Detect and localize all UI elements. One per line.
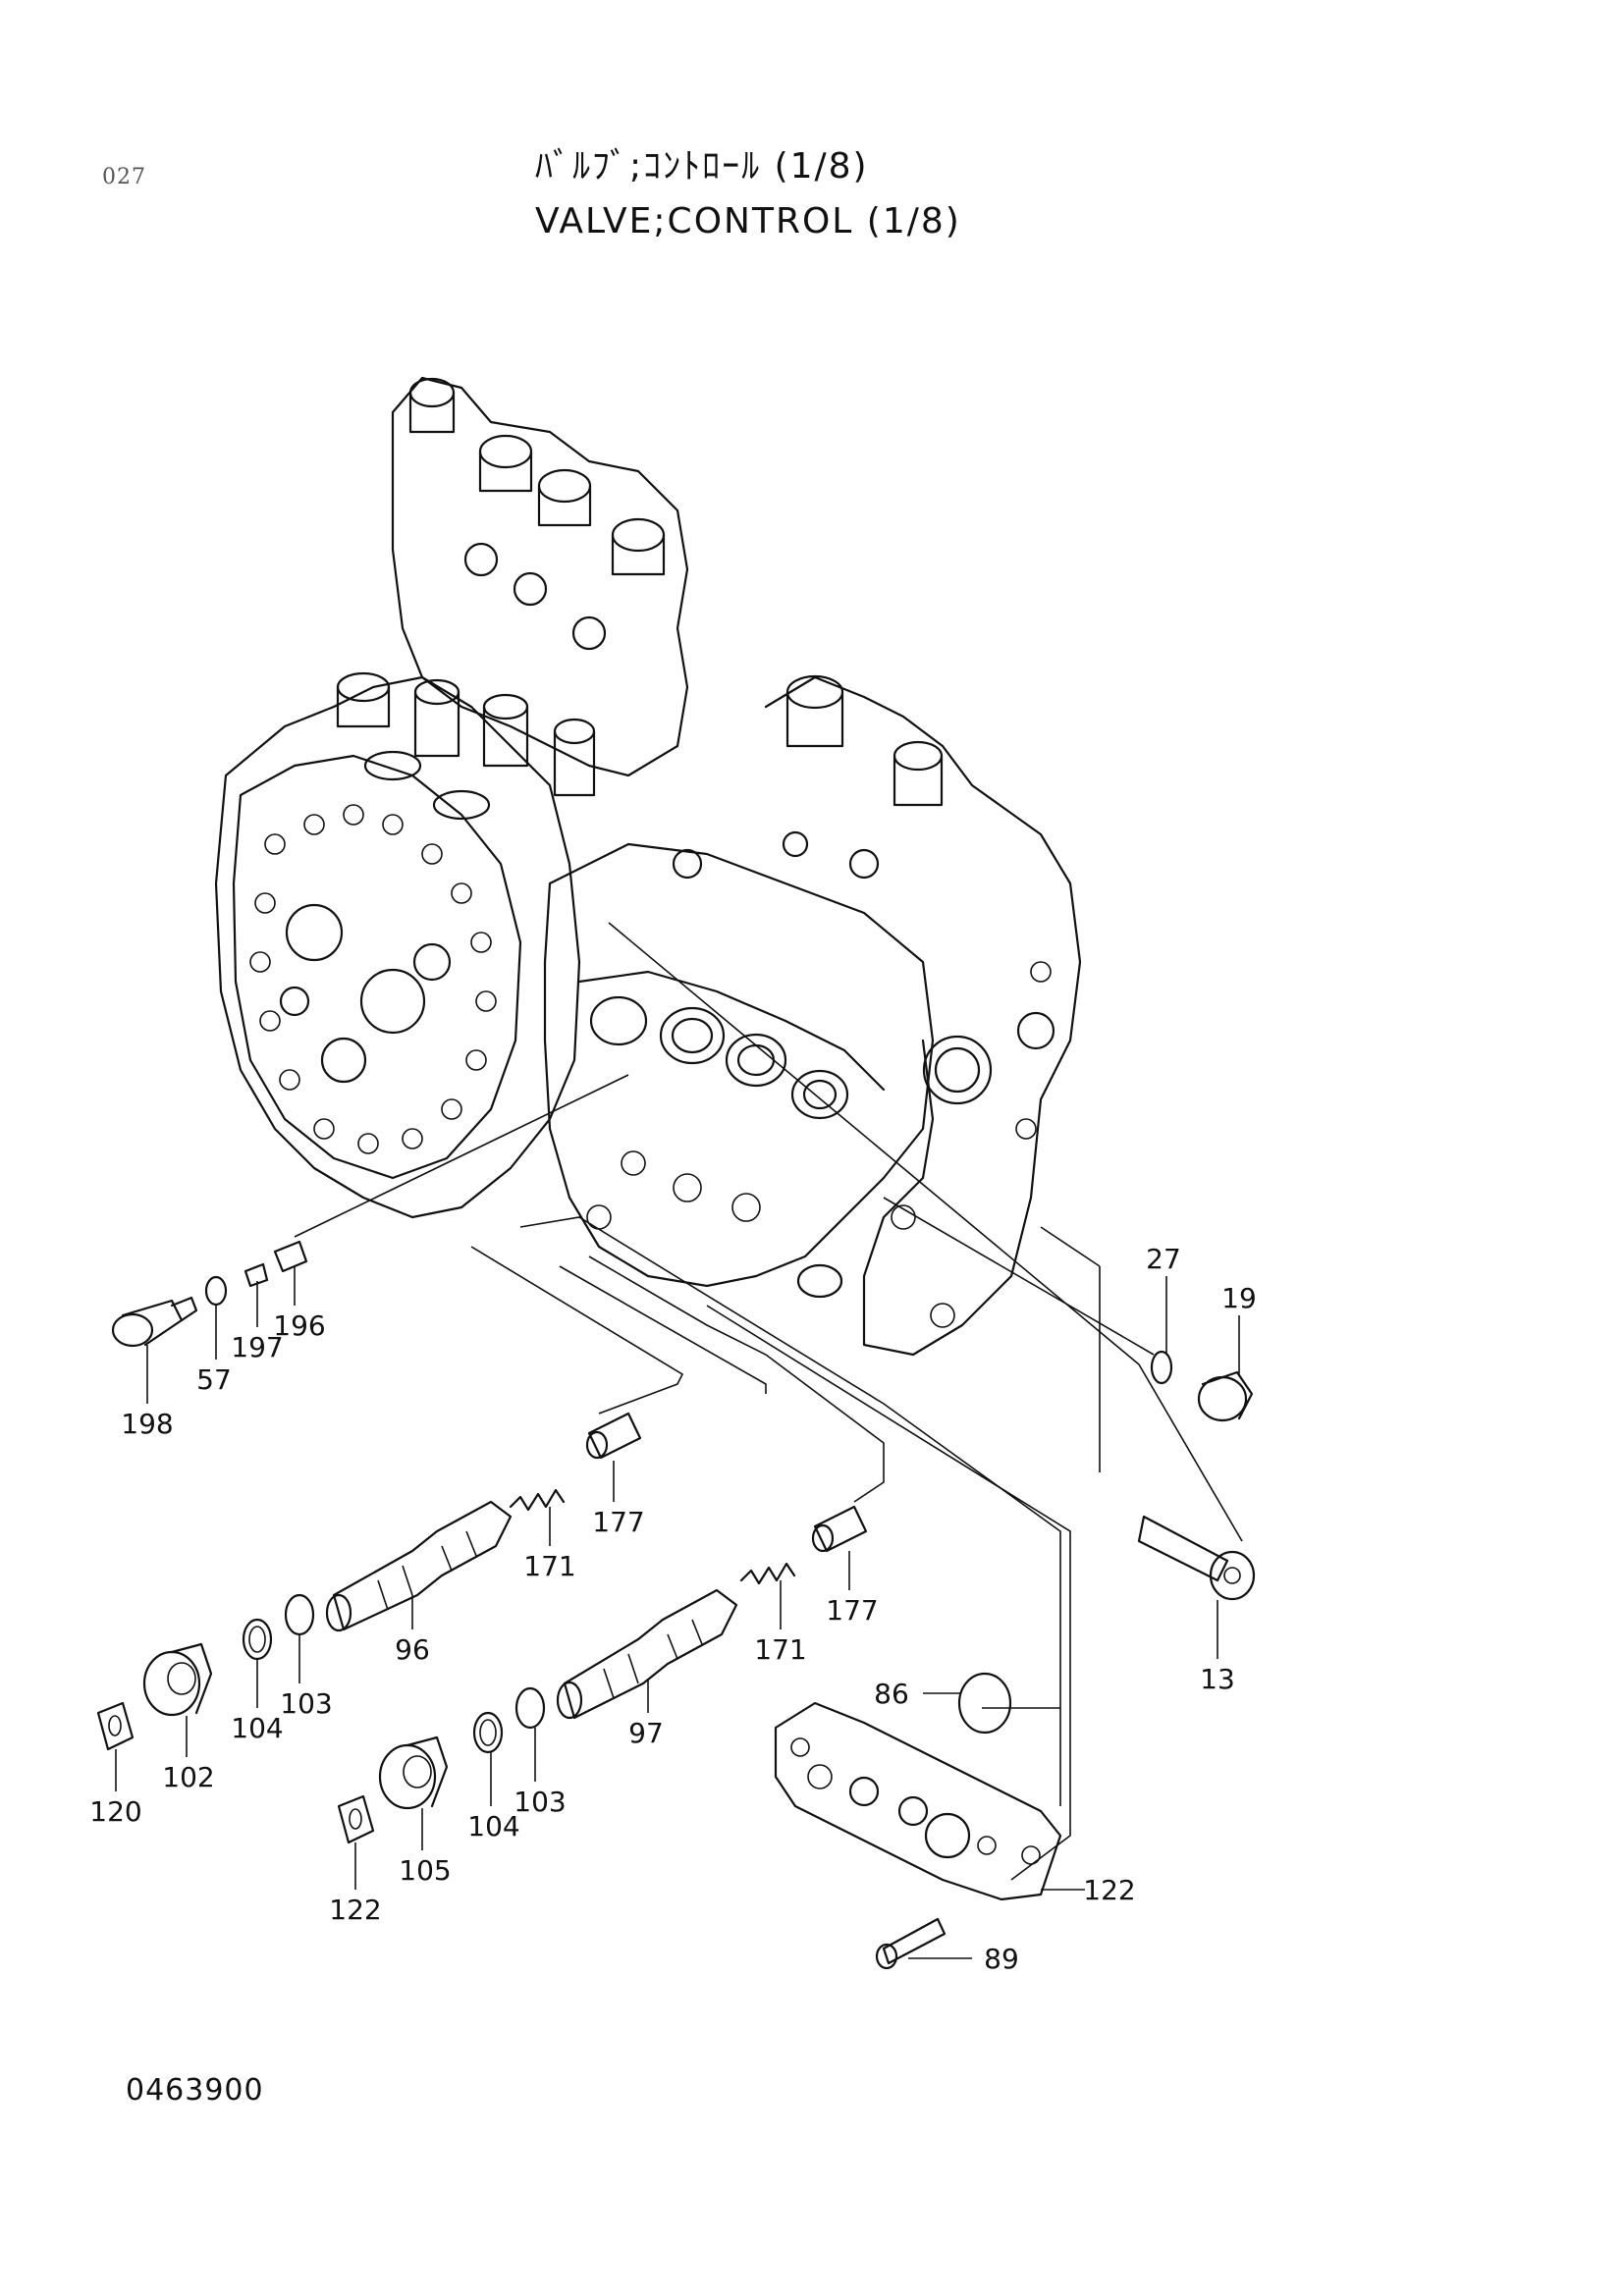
callout-120-a: 120: [89, 1795, 141, 1828]
callout-97: 97: [628, 1717, 664, 1749]
callout-102: 102: [162, 1761, 214, 1793]
ring-197: [243, 1262, 269, 1288]
page-id: 027: [102, 165, 146, 189]
callout-96: 96: [395, 1633, 430, 1666]
callout-57: 57: [196, 1363, 232, 1396]
backup-ring-104-b: [472, 1711, 504, 1754]
callout-leaders: [115, 1266, 1240, 1959]
callout-104-a: 104: [231, 1712, 283, 1744]
spool-97: [556, 1588, 738, 1720]
poppet-177-a: [585, 1412, 642, 1460]
drawing-number: 0463900: [126, 2073, 264, 2108]
title-english: VALVE;CONTROL (1/8): [535, 201, 961, 241]
callout-104-b: 104: [467, 1810, 519, 1842]
callout-196: 196: [273, 1309, 325, 1342]
plate-120-a: [96, 1701, 135, 1751]
callout-198: 198: [121, 1408, 173, 1440]
spring-seat-196: [273, 1240, 308, 1273]
poppet-177-b: [811, 1505, 868, 1553]
oring-103-b: [514, 1686, 546, 1730]
bolt-13: [1137, 1515, 1256, 1601]
cap-105: [378, 1735, 449, 1810]
callout-177-a: 177: [592, 1506, 644, 1538]
callout-197: 197: [231, 1331, 283, 1363]
oring-103-a: [284, 1593, 315, 1636]
explode-guide-lines: [294, 922, 1243, 1881]
callout-86: 86: [874, 1678, 909, 1710]
callout-105: 105: [399, 1854, 451, 1887]
callout-103-b: 103: [514, 1786, 566, 1818]
backup-ring-104-a: [242, 1618, 273, 1661]
spring-171-a: [509, 1488, 566, 1512]
flange-holes: [249, 804, 497, 1154]
spring-171-b: [739, 1562, 796, 1585]
oring-27: [1150, 1350, 1173, 1385]
callout-177-b: 177: [826, 1594, 878, 1627]
callout-103-a: 103: [280, 1687, 332, 1720]
oring-57: [204, 1275, 228, 1307]
spool-96: [325, 1500, 513, 1632]
callout-122: 122: [1083, 1874, 1135, 1906]
title-japanese: ﾊﾞﾙﾌﾞ;ｺﾝﾄﾛｰﾙ (1/8): [535, 146, 869, 187]
plug-19: [1197, 1370, 1254, 1422]
callout-171-b: 171: [754, 1633, 806, 1666]
bolt-89: [875, 1917, 947, 1970]
plate-120-b: [337, 1794, 375, 1844]
cap-102: [142, 1642, 213, 1717]
cover-122: [774, 1701, 1062, 1901]
plug-198: [111, 1296, 198, 1348]
callout-120-b: 122: [329, 1894, 381, 1926]
callout-27: 27: [1146, 1243, 1181, 1275]
callout-labels: 27 19 13 198 57 197 196 177 171 177 171 …: [89, 1243, 1257, 1975]
callout-89: 89: [984, 1943, 1019, 1975]
callout-19: 19: [1221, 1282, 1257, 1314]
callout-13: 13: [1200, 1663, 1235, 1695]
oring-86: [957, 1672, 1012, 1735]
callout-171-a: 171: [523, 1550, 575, 1582]
